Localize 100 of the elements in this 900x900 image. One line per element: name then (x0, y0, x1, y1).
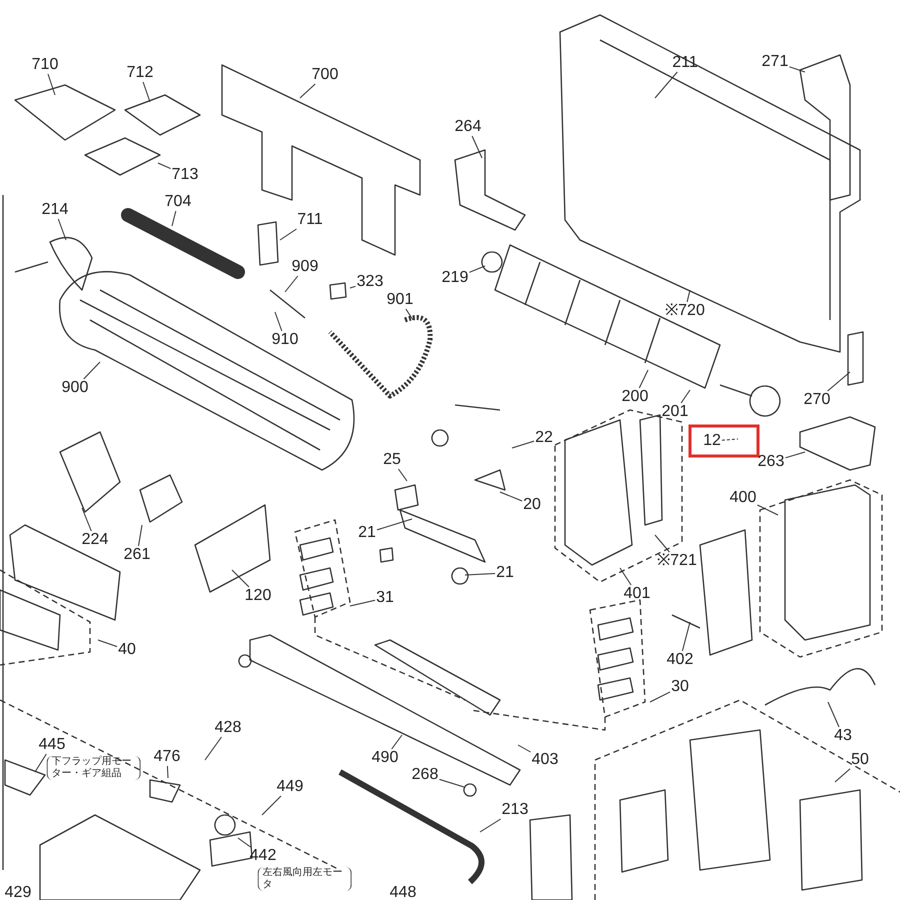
callout-number: 476 (154, 748, 180, 766)
callout-number: 200 (622, 388, 648, 406)
leader-line (480, 818, 502, 832)
callout-number: 403 (532, 751, 558, 769)
callout-number: 711 (297, 211, 323, 229)
leader-line (34, 754, 47, 772)
callout-number: 428 (214, 719, 242, 737)
callout-number: 710 (32, 56, 58, 74)
part-note: 左右風向用左モータ (258, 867, 352, 891)
leader-line (438, 778, 464, 788)
leader-line (204, 736, 222, 760)
leader-line (827, 372, 850, 392)
callout-number: 402 (666, 651, 694, 669)
callout-number: ※721 (657, 552, 697, 570)
leader-line (405, 308, 414, 320)
callout-number: 219 (442, 269, 468, 287)
callout-number: 25 (383, 451, 401, 469)
callout-number: 201 (662, 403, 688, 421)
callout-number: 713 (172, 166, 198, 184)
callout-number: 449 (276, 778, 304, 796)
leader-line (58, 218, 66, 240)
callout-number: 268 (412, 766, 438, 784)
leader-line (721, 438, 738, 441)
callout-number: 40 (118, 641, 136, 659)
leader-line (788, 66, 806, 72)
leader-line (350, 286, 356, 288)
callout-number: 31 (376, 589, 394, 607)
leader-line (82, 508, 92, 532)
leader-line (262, 796, 282, 816)
callout-number: 21 (358, 524, 376, 542)
leader-line (238, 838, 251, 848)
leader-line (232, 570, 250, 588)
callout-number: 20 (523, 496, 541, 514)
callout-number: 271 (762, 53, 788, 71)
callout-number: 261 (124, 546, 150, 564)
callout-number: 909 (292, 258, 318, 276)
leader-line (83, 362, 100, 380)
leader-line (680, 390, 690, 404)
callout-number: 214 (42, 201, 68, 219)
leader-line (620, 568, 632, 586)
callout-number: 12 (703, 432, 721, 450)
leader-line (138, 524, 142, 546)
callout-number: 21 (496, 564, 514, 582)
leader-line (638, 370, 648, 388)
leader-line (828, 702, 840, 728)
part-note: 下フラップ用モーター・ギア組品 (46, 756, 141, 780)
leader-line (756, 504, 778, 516)
leader-line (398, 468, 408, 482)
leader-line (48, 74, 56, 96)
callout-number: 323 (356, 273, 384, 291)
callout-number: 264 (454, 118, 482, 136)
callout-number: 50 (851, 751, 869, 769)
leader-line (464, 573, 496, 576)
leader-line (350, 600, 376, 606)
leader-line (158, 162, 172, 170)
leader-line (518, 744, 532, 752)
leader-line (280, 228, 297, 240)
leader-line (472, 136, 482, 158)
callout-number: 712 (126, 64, 154, 82)
callout-number: 43 (834, 727, 852, 745)
callout-number: 448 (390, 884, 416, 900)
leader-line (654, 534, 670, 552)
leader-line (682, 622, 690, 652)
leader-line (172, 210, 176, 226)
callout-number: 30 (671, 678, 689, 696)
leader-line (376, 518, 412, 530)
callout-number: 700 (312, 66, 338, 84)
callout-number: 22 (535, 429, 553, 447)
callout-number: 901 (386, 291, 414, 309)
leader-line (98, 640, 118, 648)
leader-line (284, 276, 298, 292)
callout-number: 445 (38, 736, 66, 754)
leader-line (166, 766, 168, 778)
leader-line (512, 440, 535, 448)
leader-line (686, 290, 690, 302)
callout-number: 910 (272, 331, 298, 349)
callout-number: 263 (758, 453, 784, 471)
callout-number: 490 (372, 749, 398, 767)
leader-line (650, 691, 671, 702)
callout-number: ※720 (665, 302, 705, 320)
leader-line (500, 492, 523, 502)
callout-number: 401 (624, 585, 650, 603)
leader-line (654, 72, 678, 98)
leader-line (834, 768, 851, 782)
callout-number: 270 (804, 391, 830, 409)
leader-line (142, 82, 150, 102)
leader-line (468, 266, 486, 273)
leader-line (274, 312, 282, 332)
leader-line (391, 734, 402, 750)
callout-number: 442 (250, 847, 276, 865)
callout-number: 704 (164, 193, 192, 211)
callout-number: 211 (672, 54, 698, 72)
callout-number: 429 (4, 884, 32, 900)
callout-number: 120 (244, 587, 272, 605)
callout-number: 400 (730, 489, 756, 507)
leader-line (784, 452, 806, 458)
callout-number: 224 (82, 531, 108, 549)
leader-line (300, 84, 316, 98)
callout-number: 213 (502, 801, 528, 819)
callout-number: 900 (62, 379, 88, 397)
